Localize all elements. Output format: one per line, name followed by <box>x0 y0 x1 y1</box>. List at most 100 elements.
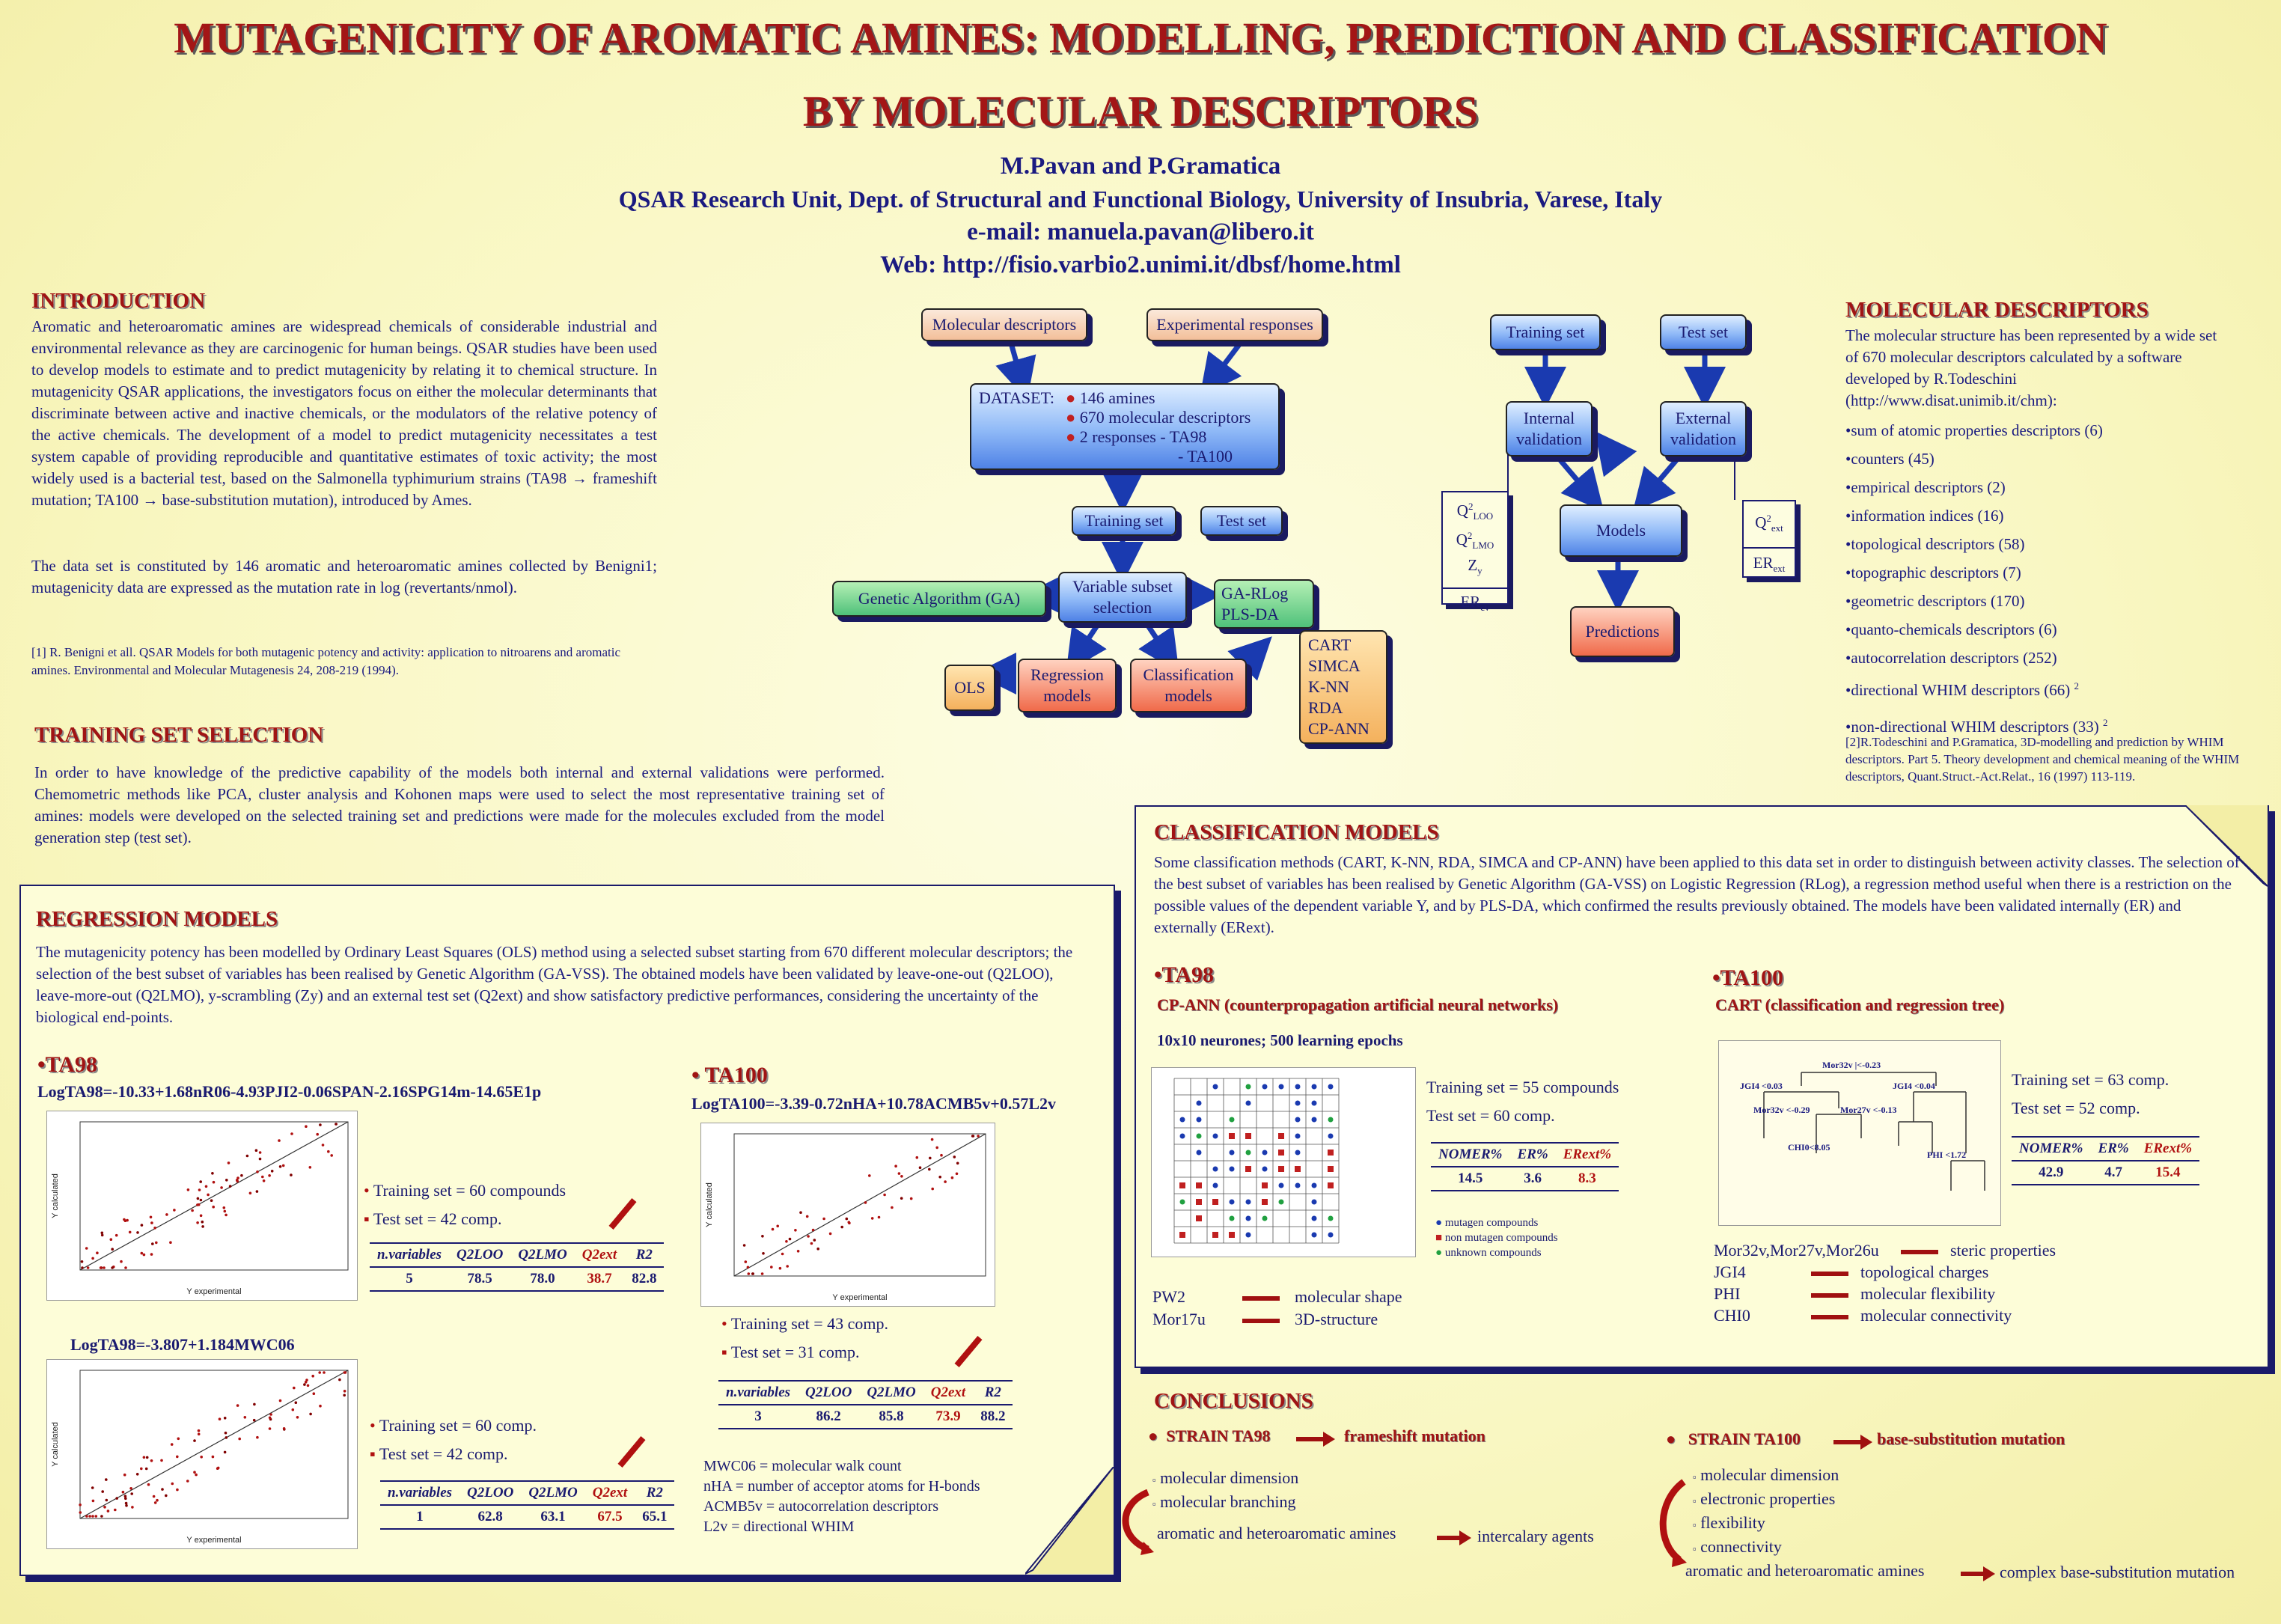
data-point <box>240 1173 243 1177</box>
data-point <box>258 1157 262 1161</box>
data-point <box>268 1416 272 1420</box>
data-point <box>165 1494 168 1498</box>
data-point <box>85 1247 88 1250</box>
concl-ta100-items: ▫ molecular dimension ▫ electronic prope… <box>1693 1464 1839 1560</box>
data-point <box>120 1260 123 1263</box>
data-point <box>126 1218 129 1222</box>
data-point <box>123 1218 126 1221</box>
data-point <box>746 1266 750 1269</box>
data-point <box>816 1247 819 1251</box>
data-point <box>977 1135 980 1138</box>
class-ta98-subheading: CP-ANN (counterpropagation artificial ne… <box>1157 995 1559 1014</box>
data-point <box>150 1459 153 1462</box>
data-point <box>91 1499 95 1503</box>
mutagen-marker <box>1328 1232 1334 1238</box>
flow-genetic-algorithm: Genetic Algorithm (GA) <box>832 581 1046 617</box>
concl-ta98-strain: ● STRAIN TA98 <box>1148 1426 1271 1445</box>
data-point <box>236 1404 239 1407</box>
data-point <box>129 1487 132 1490</box>
data-point <box>103 1506 106 1509</box>
data-point <box>81 1266 84 1269</box>
external-line1: External <box>1675 409 1732 427</box>
td: 3 <box>718 1405 798 1429</box>
reg-ta100-train: • Training set = 43 comp. <box>721 1314 889 1333</box>
data-point <box>900 1175 903 1178</box>
data-point <box>191 1209 194 1212</box>
regression-text: The mutagenicity potency has been modell… <box>36 943 1073 1026</box>
data-point <box>91 1515 94 1518</box>
conclusions-heading: CONCLUSIONS <box>1154 1389 1313 1413</box>
data-point <box>822 1217 825 1221</box>
class-line1: Classification <box>1143 665 1234 684</box>
mutagen-marker <box>1295 1133 1301 1139</box>
data-point <box>220 1186 223 1189</box>
data-point <box>294 1401 298 1404</box>
data-point <box>909 1197 913 1200</box>
td: 86.2 <box>798 1405 860 1429</box>
th: ER% <box>2090 1136 2137 1161</box>
data-point <box>109 1238 113 1241</box>
data-point <box>223 1450 227 1454</box>
th: Q2LOO <box>449 1242 511 1268</box>
concl-ta98-mutation: frameshift mutation <box>1344 1426 1485 1445</box>
val-predictions: Predictions <box>1570 606 1675 657</box>
plot-frame <box>79 1370 349 1519</box>
data-point <box>173 1209 176 1212</box>
data-point <box>311 1374 315 1378</box>
data-point <box>106 1509 110 1512</box>
data-point <box>270 1170 274 1173</box>
legend-line: L2v = directional WHIM <box>703 1518 855 1535</box>
concl-ta98-arrow <box>1296 1432 1335 1447</box>
data-point <box>211 1172 214 1175</box>
data-point <box>128 1230 132 1234</box>
legend-line: nHA = number of acceptor atoms for H-bon… <box>703 1478 980 1495</box>
external-line2: validation <box>1670 430 1736 448</box>
class-ta100-heading: •TA100 <box>1712 965 1783 990</box>
data-point <box>196 1221 199 1224</box>
legend-line: ACMB5v = autocorrelation descriptors <box>703 1498 938 1515</box>
reg-ta98-train-2: • Training set = 60 comp. <box>370 1416 537 1435</box>
intro-paragraph-1: Aromatic and heteroaromatic amines are w… <box>31 317 657 509</box>
data-point <box>79 1504 82 1507</box>
data-point <box>200 1456 203 1459</box>
plot-frame <box>79 1121 349 1271</box>
affiliation: QSAR Research Unit, Dept. of Structural … <box>618 186 1663 213</box>
y-axis-label: Y calculated <box>51 1422 60 1467</box>
data-point <box>100 1233 104 1237</box>
td: 88.2 <box>973 1405 1013 1429</box>
unknown-marker <box>1245 1084 1251 1090</box>
th: Q2LOO <box>459 1480 522 1506</box>
data-point <box>306 1384 310 1388</box>
td: 78.0 <box>510 1267 575 1292</box>
moldesc-item: •counters (45) <box>1845 450 1935 468</box>
data-point <box>891 1206 894 1209</box>
data-point <box>290 1173 293 1176</box>
data-point <box>278 1139 281 1142</box>
data-point <box>956 1161 959 1165</box>
data-point <box>227 1161 230 1164</box>
val-test-set: Test set <box>1660 314 1747 350</box>
data-point <box>130 1492 133 1495</box>
data-point <box>176 1455 179 1459</box>
desc-arrow <box>1901 1249 1938 1254</box>
moldesc-item: •quanto-chemicals descriptors (6) <box>1845 620 2057 638</box>
mutagen-marker <box>1311 1232 1317 1238</box>
non-mutagen-marker <box>1262 1199 1268 1205</box>
dataset-item-2: ● 670 molecular descriptors <box>1066 408 1251 427</box>
data-point <box>100 1515 103 1518</box>
td: 85.8 <box>859 1405 923 1429</box>
tree-label: CHI0<8.05 <box>1788 1142 1830 1153</box>
data-point <box>186 1480 189 1483</box>
moldesc-item: •topographic descriptors (7) <box>1845 564 2021 581</box>
tree-label: JGI4 <0.03 <box>1740 1081 1783 1091</box>
reg-ta98-heading: •TA98 <box>37 1052 97 1077</box>
data-point <box>121 1490 125 1494</box>
